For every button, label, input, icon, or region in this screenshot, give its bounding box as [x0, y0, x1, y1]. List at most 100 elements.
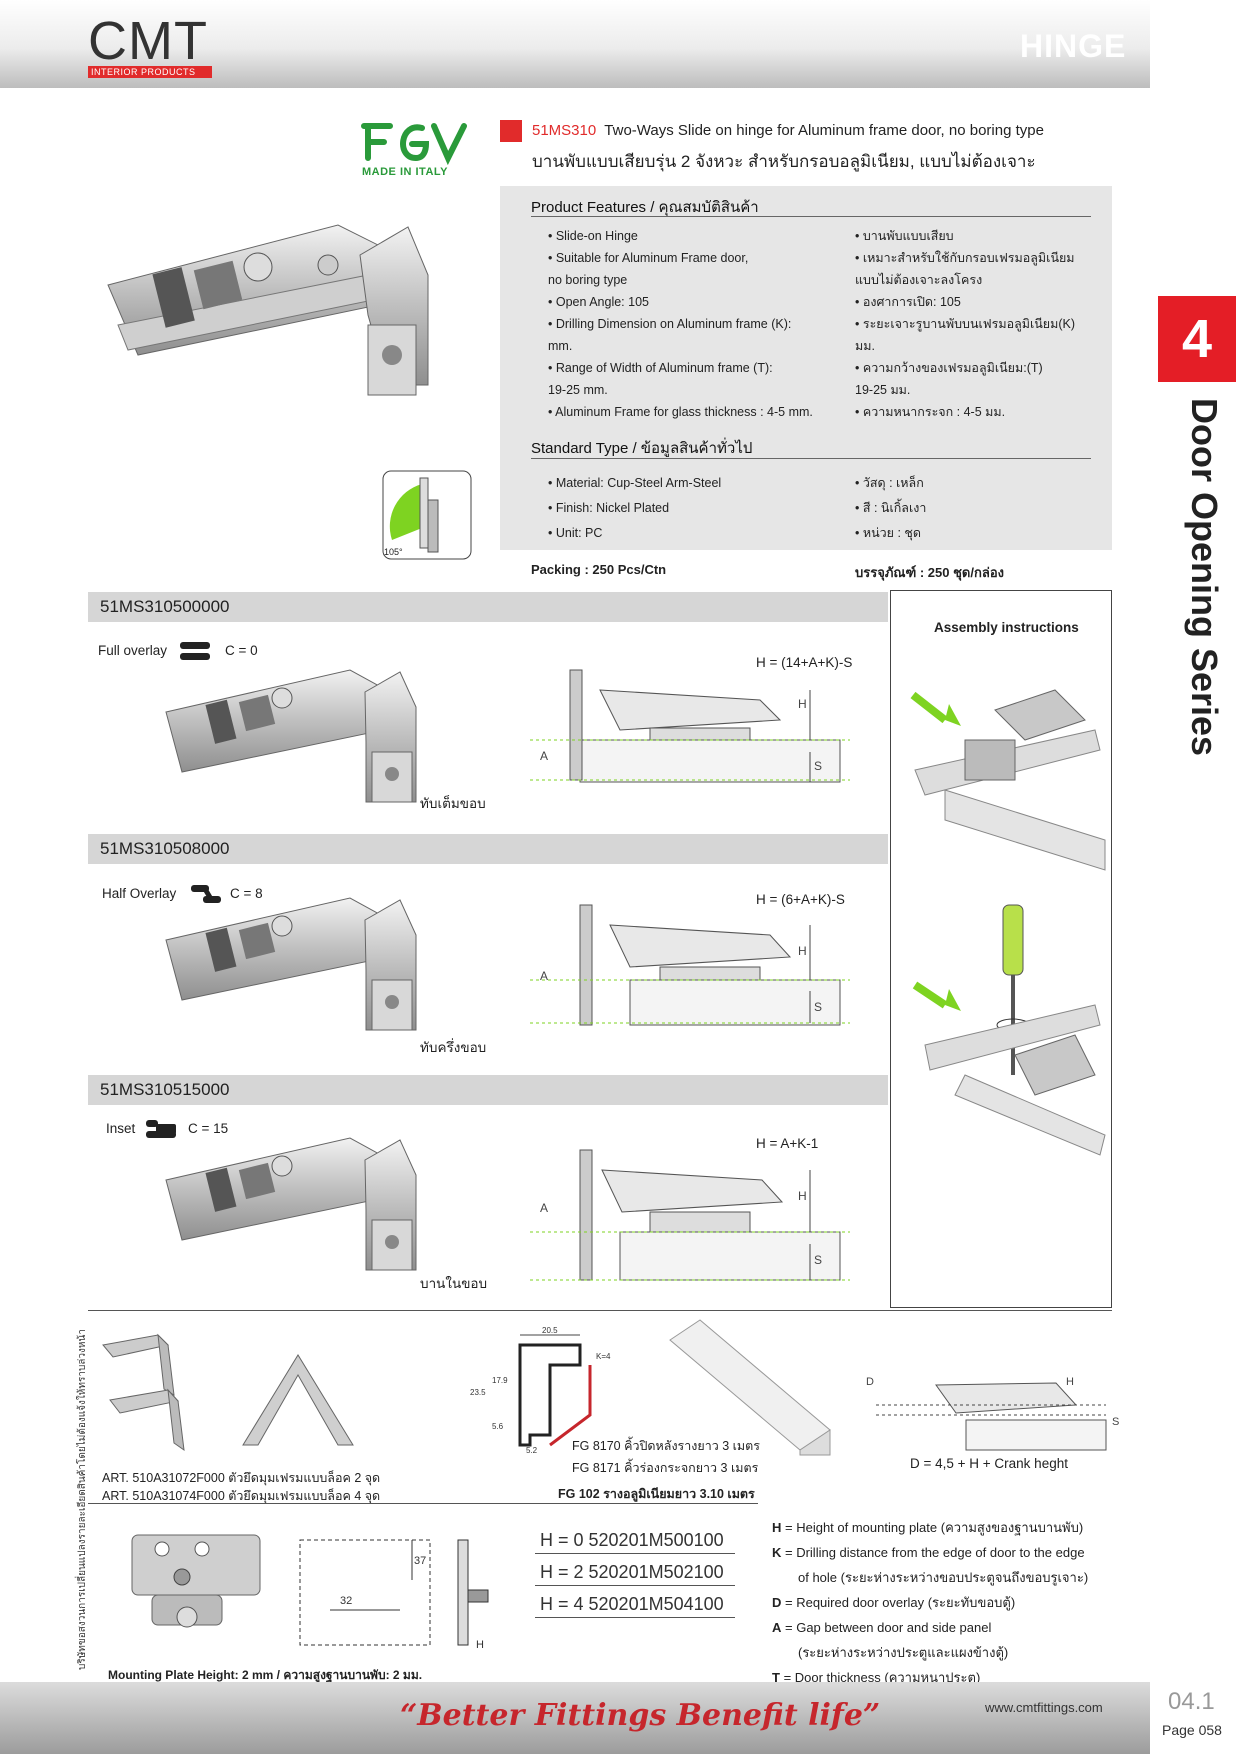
angle-label: 105° [384, 547, 403, 557]
features-title: Product Features / คุณสมบัติสินค้า [531, 199, 759, 216]
made-in-italy: MADE IN ITALY [362, 166, 448, 178]
d-formula: D = 4,5 + H + Crank heght [910, 1456, 1068, 1471]
page-number: Page 058 [1162, 1722, 1222, 1738]
accessory-art1: ART. 510A31072F000 ตัวยึดมุมเฟรมแบบล็อค … [102, 1471, 381, 1485]
assembly-panel [890, 590, 1112, 1308]
crank-label-d: D [866, 1376, 874, 1388]
dim-h: H [476, 1639, 484, 1651]
variant-formula: H = A+K-1 [756, 1136, 819, 1151]
mounting-code-h4: H = 4 520201M504100 [540, 1594, 724, 1614]
profile-h3: 5.6 [492, 1422, 504, 1431]
diagram-label-a: A [540, 749, 548, 763]
variant-formula: H = (6+A+K)-S [756, 892, 845, 907]
product-title-th: บานพับแบบเสียบรุ่น 2 จังหวะ สำหรับกรอบอล… [532, 152, 1036, 171]
accessory-fg102: FG 102 รางอลูมิเนียมยาว 3.10 เมตร [558, 1487, 755, 1501]
technical-diagram: A H S [530, 669, 850, 783]
variant-overlay-label: Full overlay [98, 643, 168, 658]
assembly-step1-image [910, 689, 1106, 871]
variant-overlay-label: Half Overlay [102, 886, 177, 901]
accessory-art2: ART. 510A31074F000 ตัวยึดมุมเฟรมแบบล็อค … [102, 1489, 381, 1503]
accessory-fg8171: FG 8171 คิ้วร่องกระจกยาว 3 เมตร [572, 1461, 759, 1475]
variant-hinge-image [165, 669, 417, 803]
variant-code-bar: 51MS310500000 [88, 592, 888, 622]
divider [535, 1617, 735, 1618]
variant-c-value: C = 8 [230, 886, 263, 901]
footer-website[interactable]: www.cmtfittings.com [985, 1700, 1103, 1715]
diagram-label-h: H [798, 944, 807, 958]
variant-th-label: ทับเต็มขอบ [420, 796, 486, 811]
full-overlay-icon [180, 642, 210, 660]
profile-b: 5.2 [526, 1446, 538, 1455]
packing-en: Packing : 250 Pcs/Ctn [531, 562, 667, 577]
footer-bar [0, 1682, 1150, 1754]
variant-hinge-image [165, 1137, 417, 1271]
standard-th-list: • วัสดุ : เหล็ก• สี : นิเกิ้ลเงา• หน่วย … [855, 476, 927, 540]
open-angle-icon [382, 470, 472, 560]
main-hinge-image [107, 224, 429, 396]
variant-code-bar: 51MS310515000 [88, 1075, 888, 1105]
profile-k: K=4 [596, 1352, 611, 1361]
corner-bracket-image [102, 1333, 354, 1452]
variant-formula: H = (14+A+K)-S [756, 655, 853, 670]
disclaimer: บริษัทขอสงวนการเปลี่ยนแปลงรายละเอียดสินค… [77, 1329, 88, 1670]
product-marker [500, 120, 522, 142]
page-code: 04.1 [1168, 1688, 1215, 1715]
features-rule [531, 216, 1091, 217]
dim-32: 32 [340, 1595, 352, 1607]
features-en-list: • Slide-on Hinge• Suitable for Aluminum … [548, 229, 813, 419]
technical-diagram: A H S [530, 1149, 850, 1281]
diagram-label-h: H [798, 697, 807, 711]
brand-subtitle: INTERIOR PRODUCTS [88, 66, 212, 78]
diagram-label-s: S [814, 1253, 822, 1267]
profile-h1: 17.9 [492, 1376, 508, 1385]
variant-c-value: C = 0 [225, 643, 258, 658]
crank-label-s: S [1112, 1416, 1119, 1428]
variant-th-label: บานในขอบ [420, 1276, 488, 1291]
diagram-label-s: S [814, 1000, 822, 1014]
features-th-list: • บานพับแบบเสียบ• เหมาะสำหรับใช้กับกรอบเ… [855, 229, 1076, 419]
rail-profile-image [669, 1319, 831, 1456]
divider [88, 1310, 1112, 1311]
aluminum-profile-drawing: 20.5 K=4 17.9 23.5 5.6 5.2 [470, 1326, 611, 1455]
half-overlay-icon [191, 885, 221, 903]
diagram-label-h: H [798, 1189, 807, 1203]
profile-h2: 23.5 [470, 1388, 486, 1397]
features-panel [500, 186, 1112, 550]
divider [88, 1503, 758, 1504]
variant-code-bar: 51MS310508000 [88, 834, 888, 864]
mounting-plate-image [131, 1534, 261, 1628]
variant-c-value: C = 15 [188, 1121, 229, 1136]
standard-rule [531, 458, 1091, 459]
brand-logo: CMT [88, 11, 208, 71]
variant-th-label: ทับครึ่งขอบ [420, 1040, 487, 1055]
inset-icon [146, 1120, 176, 1138]
crank-label-h: H [1066, 1376, 1074, 1388]
product-title-en: 51MS310 Two-Ways Slide on hinge for Alum… [532, 122, 1044, 139]
chapter-title: Door Opening Series [1184, 398, 1225, 757]
mounting-code-h2: H = 2 520201M502100 [540, 1562, 724, 1582]
mounting-code-h0: H = 0 520201M500100 [540, 1530, 724, 1550]
fgv-logo [361, 123, 467, 166]
dim-37: 37 [414, 1555, 426, 1567]
standard-en-list: • Material: Cup-Steel Arm-Steel• Finish:… [548, 476, 722, 540]
packing-th: บรรจุภัณฑ์ : 250 ชุด/กล่อง [855, 565, 1004, 580]
profile-width: 20.5 [542, 1326, 558, 1335]
section-title: HINGE [1020, 28, 1127, 64]
diagram-label-a: A [540, 969, 548, 983]
variant-overlay-label: Inset [106, 1121, 136, 1136]
variant-hinge-image [165, 897, 417, 1031]
definitions-list: H = Height of mounting plate (ความสูงของ… [772, 1520, 1089, 1685]
technical-diagram: A H S [530, 904, 850, 1026]
diagram-label-a: A [540, 1201, 548, 1215]
assembly-title: Assembly instructions [934, 620, 1079, 635]
divider [535, 1553, 735, 1554]
accessory-fg8170: FG 8170 คิ้วปิดหลังรางยาว 3 เมตร [572, 1439, 760, 1453]
mounting-caption: Mounting Plate Height: 2 mm / ความสูงฐาน… [108, 1668, 423, 1682]
standard-title: Standard Type / ข้อมูลสินค้าทั่วไป [531, 440, 753, 457]
diagram-label-s: S [814, 759, 822, 773]
crank-diagram: D H S [866, 1376, 1119, 1451]
mounting-dimension-drawing: 32 37 H [299, 1539, 489, 1651]
divider [535, 1585, 735, 1586]
chapter-number: 4 [1158, 296, 1236, 382]
assembly-step2-image [912, 904, 1106, 1156]
